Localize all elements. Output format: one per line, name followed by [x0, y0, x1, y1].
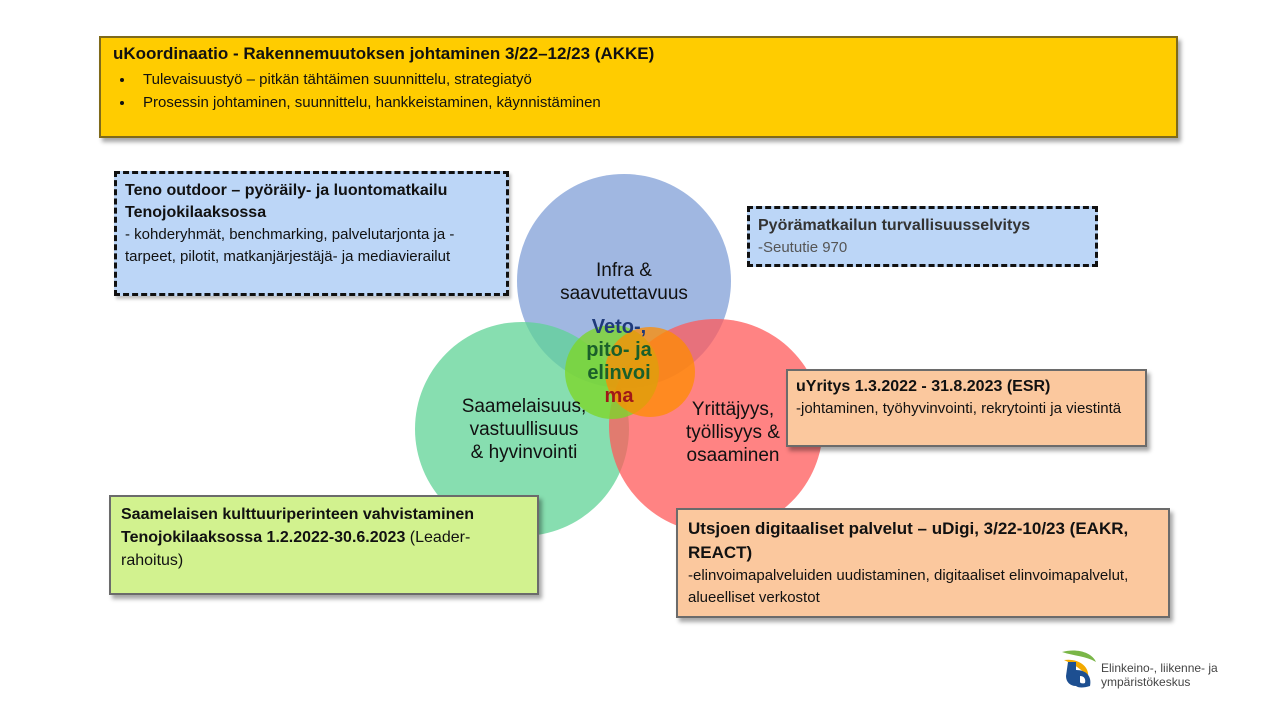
venn-center-line: pito- ja	[586, 339, 652, 361]
ely-logo-line: ympäristökeskus	[1101, 675, 1191, 689]
saami-heritage-text: (Leader-rahoitus)	[121, 529, 471, 569]
uyritys-text: -johtaminen, työhyvinvointi, rekrytointi…	[796, 400, 1122, 417]
venn-label-yrittajyys: Yrittäjyys, työllisyys & osaaminen	[650, 398, 816, 467]
venn-center-line: ma	[604, 385, 634, 407]
venn-center-line: elinvoi	[587, 362, 651, 384]
venn-label-line: työllisyys &	[686, 422, 780, 443]
venn-label-line: & hyvinvointi	[470, 442, 578, 463]
venn-label-line: Saamelaisuus,	[461, 396, 587, 417]
saami-heritage-box: Saamelaisen kulttuuriperinteen vahvistam…	[109, 495, 539, 595]
venn-label-line: saavutettavuus	[560, 283, 688, 304]
venn-center-line: Veto-,	[591, 316, 647, 338]
teno-outdoor-text: - kohderyhmät, benchmarking, palvelutarj…	[125, 226, 455, 265]
coordination-bullets: Tulevaisuustyö – pitkän tähtäimen suunni…	[113, 68, 1164, 114]
teno-outdoor-title: Teno outdoor – pyöräily- ja luontomatkai…	[125, 182, 448, 221]
coordination-box: uKoordinaatio - Rakennemuutoksen johtami…	[99, 36, 1178, 138]
coordination-bullet: Prosessin johtaminen, suunnittelu, hankk…	[135, 91, 1164, 114]
venn-label-line: Infra &	[596, 260, 652, 281]
udigi-text: -elinvoimapalveluiden uudistaminen, digi…	[688, 567, 1129, 606]
venn-label-line: Yrittäjyys,	[691, 399, 775, 420]
uyritys-box: uYritys 1.3.2022 - 31.8.2023 (ESR) -joht…	[786, 369, 1147, 447]
ely-logo-icon	[1062, 650, 1096, 688]
coordination-bullet: Tulevaisuustyö – pitkän tähtäimen suunni…	[135, 68, 1164, 91]
cycling-safety-title: Pyörämatkailun turvallisuusselvitys	[758, 217, 1031, 234]
teno-outdoor-box: Teno outdoor – pyöräily- ja luontomatkai…	[114, 171, 509, 296]
udigi-title: Utsjoen digitaaliset palvelut – uDigi, 3…	[688, 519, 1129, 562]
venn-center-overlap-orange	[605, 327, 695, 417]
coordination-title: uKoordinaatio - Rakennemuutoksen johtami…	[113, 44, 655, 63]
venn-label-line: vastuullisuus	[469, 419, 579, 440]
venn-center-label: Veto-, pito- ja elinvoi ma	[574, 316, 664, 408]
venn-label-line: osaaminen	[686, 445, 780, 466]
venn-label-infra: Infra & saavutettavuus	[544, 259, 704, 305]
ely-logo-line: Elinkeino-, liikenne- ja	[1101, 661, 1218, 675]
uyritys-title: uYritys 1.3.2022 - 31.8.2023 (ESR)	[796, 378, 1051, 395]
cycling-safety-text: -Seututie 970	[758, 239, 848, 256]
ely-logo-text: Elinkeino-, liikenne- ja ympäristökeskus	[1101, 661, 1218, 689]
udigi-box: Utsjoen digitaaliset palvelut – uDigi, 3…	[676, 508, 1170, 618]
cycling-safety-box: Pyörämatkailun turvallisuusselvitys -Seu…	[747, 206, 1098, 267]
venn-label-saame: Saamelaisuus, vastuullisuus & hyvinvoint…	[440, 395, 608, 464]
saami-heritage-title: Saamelaisen kulttuuriperinteen vahvistam…	[121, 506, 475, 546]
